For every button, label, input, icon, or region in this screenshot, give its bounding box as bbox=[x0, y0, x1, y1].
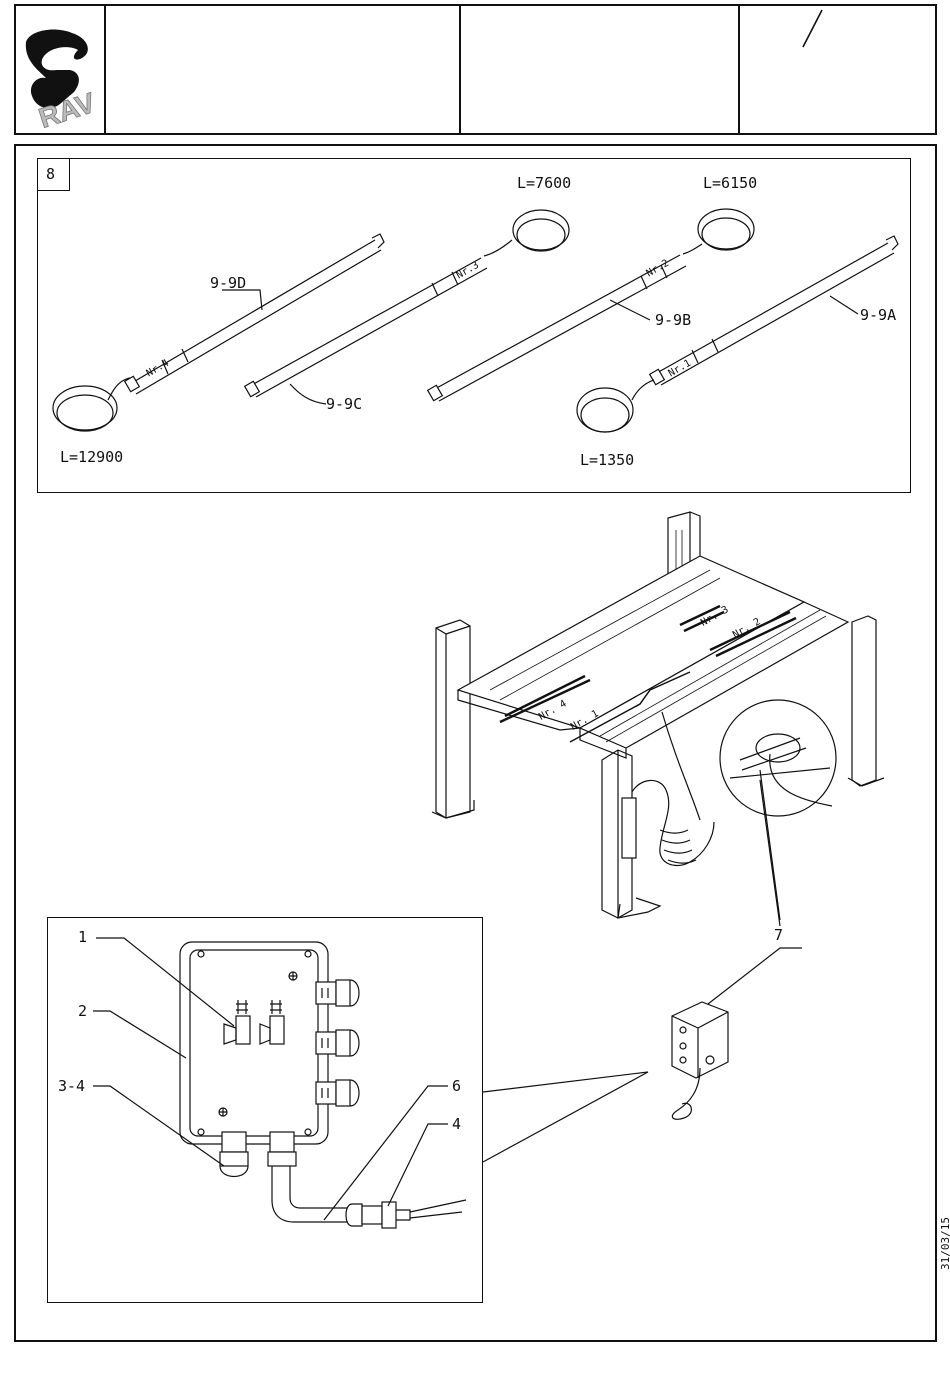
side-date: 31/03/15 bbox=[939, 1217, 950, 1270]
sensor-length-12900: L=12900 bbox=[60, 450, 123, 465]
header-logo-cell bbox=[14, 4, 106, 135]
header-code-cell bbox=[459, 4, 740, 135]
callout-7: 7 bbox=[774, 928, 783, 943]
callout-3-4: 3-4 bbox=[58, 1079, 85, 1094]
sensor-length-7600: L=7600 bbox=[517, 176, 571, 191]
callout-6: 6 bbox=[452, 1079, 461, 1094]
callout-2: 2 bbox=[78, 1004, 87, 1019]
callout-1: 1 bbox=[78, 930, 87, 945]
sensor-code-9-9c: 9-9C bbox=[326, 397, 362, 412]
sensor-length-1350: L=1350 bbox=[580, 453, 634, 468]
sensor-length-6150: L=6150 bbox=[703, 176, 757, 191]
callout-4: 4 bbox=[452, 1117, 461, 1132]
sensor-code-9-9a: 9-9A bbox=[860, 308, 896, 323]
sensor-code-9-9b: 9-9B bbox=[655, 313, 691, 328]
header-revision-cell bbox=[738, 4, 937, 135]
header-title-cell bbox=[104, 4, 461, 135]
panel-junction-box bbox=[47, 917, 483, 1303]
panel-sensors bbox=[37, 158, 911, 493]
figure-number: 8 bbox=[46, 167, 55, 182]
sensor-code-9-9d: 9-9D bbox=[210, 276, 246, 291]
